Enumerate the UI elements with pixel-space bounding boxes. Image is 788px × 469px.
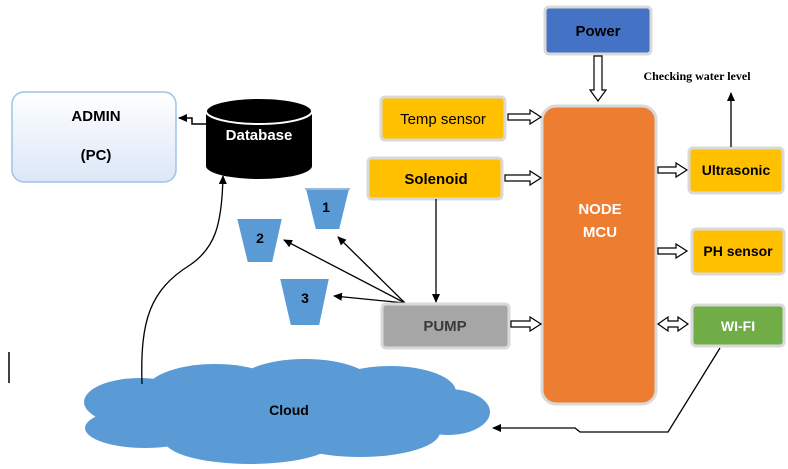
solenoid-to-mcu-arrow bbox=[504, 169, 543, 187]
wifi-to-cloud-arrow bbox=[492, 347, 721, 433]
cloud-shape: Cloud bbox=[84, 359, 490, 464]
solenoid-label: Solenoid bbox=[404, 171, 467, 188]
power-label: Power bbox=[575, 23, 620, 40]
container-1: 1 bbox=[303, 188, 352, 231]
admin-label: ADMIN bbox=[71, 108, 120, 125]
mcu-wifi-double-arrow bbox=[656, 315, 690, 333]
temp-sensor-label: Temp sensor bbox=[400, 111, 486, 128]
ultrasonic-label: Ultrasonic bbox=[702, 162, 771, 178]
pump-to-container-3-arrow bbox=[333, 292, 406, 304]
container-3-label: 3 bbox=[301, 290, 309, 306]
node-mcu-line1: NODE bbox=[578, 201, 621, 218]
pump-label: PUMP bbox=[423, 318, 466, 335]
admin-pc-label: (PC) bbox=[81, 147, 112, 164]
database-label: Database bbox=[226, 127, 293, 144]
solenoid-box: Solenoid bbox=[366, 156, 504, 201]
admin-pc-box: ADMIN (PC) bbox=[11, 91, 177, 183]
database-cylinder: Database bbox=[205, 97, 313, 179]
ph-sensor-box: PH sensor bbox=[690, 227, 786, 276]
power-box: Power bbox=[543, 5, 653, 56]
ph-sensor-label: PH sensor bbox=[703, 243, 773, 259]
cloud-label: Cloud bbox=[269, 402, 309, 418]
temp-to-mcu-arrow bbox=[507, 108, 543, 126]
wifi-box: WI-FI bbox=[690, 303, 786, 348]
power-to-mcu-arrow bbox=[588, 55, 608, 103]
temp-sensor-box: Temp sensor bbox=[379, 95, 507, 142]
pump-to-containers-arrows bbox=[283, 236, 406, 304]
node-mcu-line2: MCU bbox=[583, 224, 617, 241]
pump-box: PUMP bbox=[380, 302, 511, 350]
db-to-admin-arrow bbox=[178, 114, 206, 125]
mcu-to-ph-arrow bbox=[657, 242, 689, 260]
pump-to-container-1-arrow bbox=[337, 236, 406, 304]
pump-to-container-2-arrow bbox=[283, 239, 406, 304]
mcu-to-ultrasonic-arrow bbox=[657, 161, 689, 179]
checking-water-level-note: Checking water level bbox=[643, 69, 751, 83]
container-1-label: 1 bbox=[322, 199, 330, 215]
ultrasonic-box: Ultrasonic bbox=[687, 146, 785, 195]
cloud-to-database-arrow bbox=[141, 175, 227, 385]
container-3: 3 bbox=[277, 277, 332, 327]
container-2: 2 bbox=[234, 217, 285, 264]
node-mcu-box: NODE MCU bbox=[540, 104, 658, 406]
container-2-label: 2 bbox=[256, 230, 264, 246]
wifi-label: WI-FI bbox=[721, 318, 755, 334]
pump-to-mcu-arrow bbox=[510, 315, 543, 333]
